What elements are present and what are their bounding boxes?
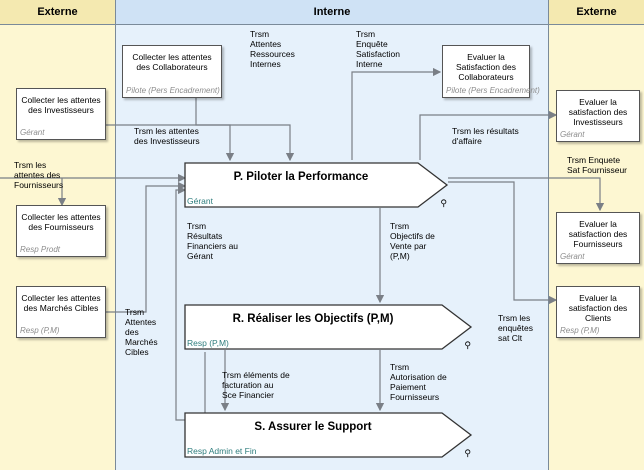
activity-title: Collecter les attentes des Marchés Cible… (21, 293, 101, 313)
process-title: P. Piloter la Performance (233, 171, 369, 183)
activity-box-collecter-marches-cibles[interactable]: Collecter les attentes des Marchés Cible… (16, 286, 106, 338)
flow-label-resultats-affaire: Trsm les résultats d'affaire (452, 126, 519, 146)
process-piloter-performance[interactable]: P. Piloter la Performance Gérant ⚲ (182, 160, 450, 210)
flow-label-attentes-fournisseurs: Trsm les attentes des Fournisseurs (14, 160, 64, 190)
flow-line-resultats-affaire (419, 110, 558, 160)
process-shape (184, 162, 449, 208)
activity-title: Collecter les attentes des Collaborateur… (132, 52, 212, 72)
flow-line-enquete-fournisseur (448, 177, 605, 212)
magnifier-icon[interactable]: ⚲ (464, 340, 471, 350)
flow-line-enquetes-clt (448, 181, 558, 305)
flow-label-attentes-marches: Trsm Attentes des Marchés Cibles (125, 307, 158, 357)
magnifier-icon[interactable]: ⚲ (464, 448, 471, 458)
activity-box-evaluer-investisseurs[interactable]: Evaluer la satisfaction des Investisseur… (556, 90, 640, 142)
flow-label-enquete-interne: Trsm Enquête Satisfaction Interne (356, 29, 400, 69)
activity-role: Pilote (Pers Encadrement) (126, 86, 220, 95)
flow-label-attentes-investisseurs: Trsm les attentes des Investisseurs (134, 126, 200, 146)
flow-label-facturation: Trsm éléments de facturation au Sce Fina… (222, 370, 290, 400)
process-assurer-support[interactable]: S. Assurer le Support Resp Admin et Fin … (182, 410, 474, 460)
activity-role: Gérant (560, 130, 585, 139)
activity-role: Resp Prodt (20, 245, 61, 254)
flow-label-objectifs-vente: Trsm Objectifs de Vente par (P,M) (390, 221, 435, 261)
activity-box-evaluer-fournisseurs[interactable]: Evaluer la satisfaction des Fournisseurs… (556, 212, 640, 264)
magnifier-icon[interactable]: ⚲ (440, 198, 447, 208)
process-realiser-objectifs[interactable]: R. Réaliser les Objectifs (P,M) Resp (P,… (182, 302, 474, 352)
flow-line-attentes-marches (106, 181, 187, 313)
flow-label-attentes-ressources: Trsm Attentes Ressources Internes (250, 29, 295, 69)
activity-title: Collecter les attentes des Investisseurs (21, 95, 101, 115)
process-shape (184, 412, 473, 458)
flow-label-enquete-fournisseur: Trsm Enquete Sat Fournisseur (567, 155, 627, 175)
activity-title: Collecter les attentes des Fournisseurs (21, 212, 101, 232)
activity-role: Pilote (Pers Encadrement) (446, 86, 540, 95)
activity-box-collecter-collaborateurs[interactable]: Collecter les attentes des Collaborateur… (122, 45, 222, 98)
activity-box-evaluer-collaborateurs[interactable]: Evaluer la Satisfaction des Collaborateu… (442, 45, 540, 98)
activity-title: Evaluer la satisfaction des Investisseur… (568, 97, 628, 127)
flow-line-enquete-interne (351, 67, 442, 160)
activity-box-evaluer-clients[interactable]: Evaluer la satisfaction des Clients Resp… (556, 286, 640, 338)
flow-label-enquetes-clt: Trsm les enquêtes sat Clt (498, 313, 533, 343)
flow-line-ressources-internes (195, 98, 295, 162)
flow-label-autorisation: Trsm Autorisation de Paiement Fournisseu… (390, 362, 447, 402)
process-title: S. Assurer le Support (254, 421, 372, 433)
activity-title: Evaluer la satisfaction des Fournisseurs (568, 219, 628, 249)
activity-role: Resp (P,M) (20, 326, 60, 335)
lane-header-externe-left: Externe (0, 0, 116, 25)
activity-box-collecter-fournisseurs[interactable]: Collecter les attentes des Fournisseurs … (16, 205, 106, 257)
activity-role: Gérant (560, 252, 585, 261)
lane-header-interne: Interne (116, 0, 548, 25)
lane-header-externe-right: Externe (548, 0, 644, 25)
process-shape (184, 304, 473, 350)
activity-title: Evaluer la satisfaction des Clients (568, 293, 628, 323)
activity-role: Resp (P,M) (560, 326, 600, 335)
process-title: R. Réaliser les Objectifs (P,M) (232, 313, 394, 325)
activity-role: Gérant (20, 128, 45, 137)
process-role: Gérant (187, 196, 213, 206)
flow-label-resultats-financiers: Trsm Résultats Financiers au Gérant (187, 221, 239, 261)
process-role: Resp (P,M) (187, 338, 229, 348)
activity-box-collecter-investisseurs[interactable]: Collecter les attentes des Investisseurs… (16, 88, 106, 140)
activity-title: Evaluer la Satisfaction des Collaborateu… (455, 52, 516, 82)
process-role: Resp Admin et Fin (187, 446, 257, 456)
